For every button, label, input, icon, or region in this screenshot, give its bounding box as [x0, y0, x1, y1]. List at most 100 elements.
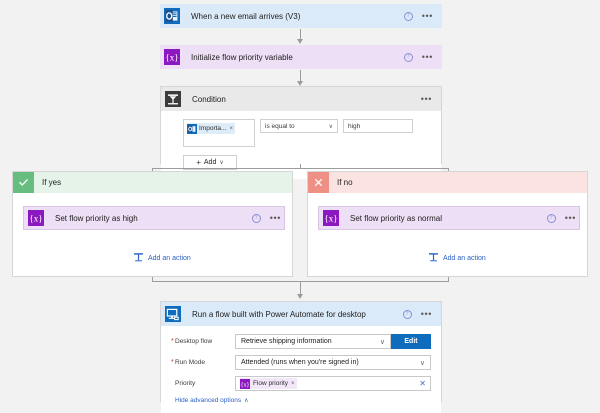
desktop-flow-actions: ? •••	[402, 309, 435, 319]
remove-token-icon[interactable]: ×	[229, 125, 233, 132]
priority-label: Priority	[175, 380, 196, 387]
outlook-token-icon	[187, 123, 197, 134]
condition-body: Importa... × is equal to ∨ high + Add ∨	[161, 111, 441, 179]
branch-if-no: If no {x} Set flow priority as normal ? …	[307, 171, 588, 277]
svg-text:{x}: {x}	[29, 213, 42, 223]
branch-split-horizontal	[152, 168, 449, 169]
branch-split-vertical	[300, 164, 301, 169]
condition-operator-select[interactable]: is equal to ∨	[260, 119, 338, 133]
set-priority-normal-actions: ? •••	[546, 213, 579, 223]
desktop-flow-menu-icon[interactable]: •••	[420, 309, 432, 319]
initialize-variable-title: Initialize flow priority variable	[191, 52, 293, 62]
condition-menu-icon[interactable]: •••	[420, 94, 432, 104]
branch-if-no-label: If no	[337, 178, 353, 187]
chevron-down-icon: ∨	[219, 160, 224, 166]
variable-icon: {x}	[24, 206, 48, 230]
branch-left-drop	[152, 168, 153, 172]
edit-button[interactable]: Edit	[391, 334, 431, 349]
priority-field-row: Priority {x} Flow priority ×	[171, 376, 431, 391]
branch-if-yes: If yes {x} Set flow priority as high ? •…	[12, 171, 293, 277]
desktop-flow-header[interactable]: Run a flow built with Power Automate for…	[161, 302, 441, 326]
add-an-action-label-no: Add an action	[443, 255, 486, 262]
svg-text:{x}: {x}	[324, 213, 337, 223]
trigger-actions: ? •••	[403, 11, 436, 21]
desktop-flow-form: Desktop flow Retrieve shipping informati…	[161, 326, 441, 413]
initialize-variable-actions: ? •••	[403, 52, 436, 62]
initialize-variable-card[interactable]: {x} Initialize flow priority variable ? …	[160, 45, 442, 69]
condition-header[interactable]: Condition •••	[161, 87, 441, 111]
plus-icon: +	[196, 158, 201, 167]
desktop-flow-select[interactable]: Retrieve shipping information ∨	[235, 334, 391, 349]
set-priority-normal-card[interactable]: {x} Set flow priority as normal ? •••	[318, 206, 580, 230]
remove-token-icon[interactable]: ×	[291, 380, 295, 387]
set-priority-normal-title: Set flow priority as normal	[350, 213, 443, 223]
chevron-down-icon: ∨	[379, 338, 385, 346]
add-action-icon	[428, 252, 439, 265]
desktop-flow-field-label: Desktop flow	[171, 338, 235, 345]
connector-arrow-1	[295, 29, 307, 45]
condition-value-input[interactable]: high	[343, 119, 413, 133]
branch-join-left	[152, 277, 153, 282]
run-mode-select-value: Attended (runs when you're signed in)	[241, 359, 359, 366]
set-priority-normal-menu-icon[interactable]: •••	[564, 213, 576, 223]
condition-add-label: Add	[203, 159, 217, 166]
condition-icon	[161, 87, 185, 111]
trigger-menu-icon[interactable]: •••	[421, 11, 433, 21]
desktop-flow-card[interactable]: Run a flow built with Power Automate for…	[160, 301, 442, 413]
set-priority-high-menu-icon[interactable]: •••	[269, 213, 281, 223]
check-icon	[13, 172, 34, 193]
trigger-card-header[interactable]: When a new email arrives (V3) ? •••	[160, 4, 442, 28]
info-icon[interactable]: ?	[402, 309, 412, 319]
desktop-flow-icon	[161, 302, 185, 326]
info-icon[interactable]: ?	[546, 213, 556, 223]
set-priority-high-actions: ? •••	[251, 213, 284, 223]
branch-if-yes-label: If yes	[42, 178, 62, 187]
variable-icon: {x}	[319, 206, 343, 230]
clear-priority-icon[interactable]: ✕	[419, 379, 426, 388]
desktop-flow-field-control: Retrieve shipping information ∨ Edit	[235, 334, 431, 349]
hide-advanced-options-label: Hide advanced options	[175, 397, 242, 404]
chevron-up-icon: ∧	[244, 398, 249, 404]
branch-if-yes-header: If yes	[13, 172, 292, 193]
set-priority-high-title: Set flow priority as high	[55, 213, 138, 223]
condition-value-text: high	[348, 122, 361, 130]
run-mode-field-row: Run Mode Attended (runs when you're sign…	[171, 355, 431, 370]
condition-actions: •••	[420, 94, 435, 104]
run-mode-select[interactable]: Attended (runs when you're signed in) ∨	[235, 355, 431, 370]
flow-priority-token-chip[interactable]: {x} Flow priority ×	[240, 378, 297, 389]
svg-text:{x}: {x}	[241, 382, 250, 388]
priority-input[interactable]: {x} Flow priority × ✕	[235, 376, 431, 391]
condition-card[interactable]: Condition •••	[160, 86, 442, 179]
trigger-card[interactable]: When a new email arrives (V3) ? •••	[160, 4, 442, 28]
variable-icon: {x}	[160, 45, 184, 69]
condition-left-operand[interactable]: Importa... ×	[183, 119, 255, 147]
priority-control: {x} Flow priority × ✕	[235, 376, 431, 391]
branch-if-no-header: If no	[308, 172, 587, 193]
hide-advanced-options-link[interactable]: Hide advanced options ∧	[171, 397, 431, 404]
add-action-icon	[133, 252, 144, 265]
desktop-flow-field-row: Desktop flow Retrieve shipping informati…	[171, 334, 431, 349]
trigger-title: When a new email arrives (V3)	[191, 11, 301, 21]
add-an-action-no[interactable]: Add an action	[428, 252, 486, 265]
info-icon[interactable]: ?	[403, 52, 413, 62]
condition-row: Importa... × is equal to ∨ high	[183, 119, 441, 147]
add-an-action-label-yes: Add an action	[148, 255, 191, 262]
run-mode-control: Attended (runs when you're signed in) ∨	[235, 355, 431, 370]
initialize-variable-menu-icon[interactable]: •••	[421, 52, 433, 62]
importance-token-chip[interactable]: Importa... ×	[187, 123, 235, 134]
connector-arrow-2	[295, 70, 307, 87]
info-icon[interactable]: ?	[251, 213, 261, 223]
variable-token-icon: {x}	[240, 378, 250, 389]
add-an-action-yes[interactable]: Add an action	[133, 252, 191, 265]
condition-operator-value: is equal to	[265, 122, 295, 130]
initialize-variable-header[interactable]: {x} Initialize flow priority variable ? …	[160, 45, 442, 69]
importance-token-label: Importa...	[199, 125, 227, 132]
condition-add-button[interactable]: + Add ∨	[183, 155, 237, 170]
branch-right-drop	[448, 168, 449, 172]
set-priority-high-card[interactable]: {x} Set flow priority as high ? •••	[23, 206, 285, 230]
condition-title: Condition	[192, 94, 226, 104]
info-icon[interactable]: ?	[403, 11, 413, 21]
desktop-flow-select-value: Retrieve shipping information	[241, 338, 332, 345]
connector-arrow-3	[295, 281, 307, 301]
